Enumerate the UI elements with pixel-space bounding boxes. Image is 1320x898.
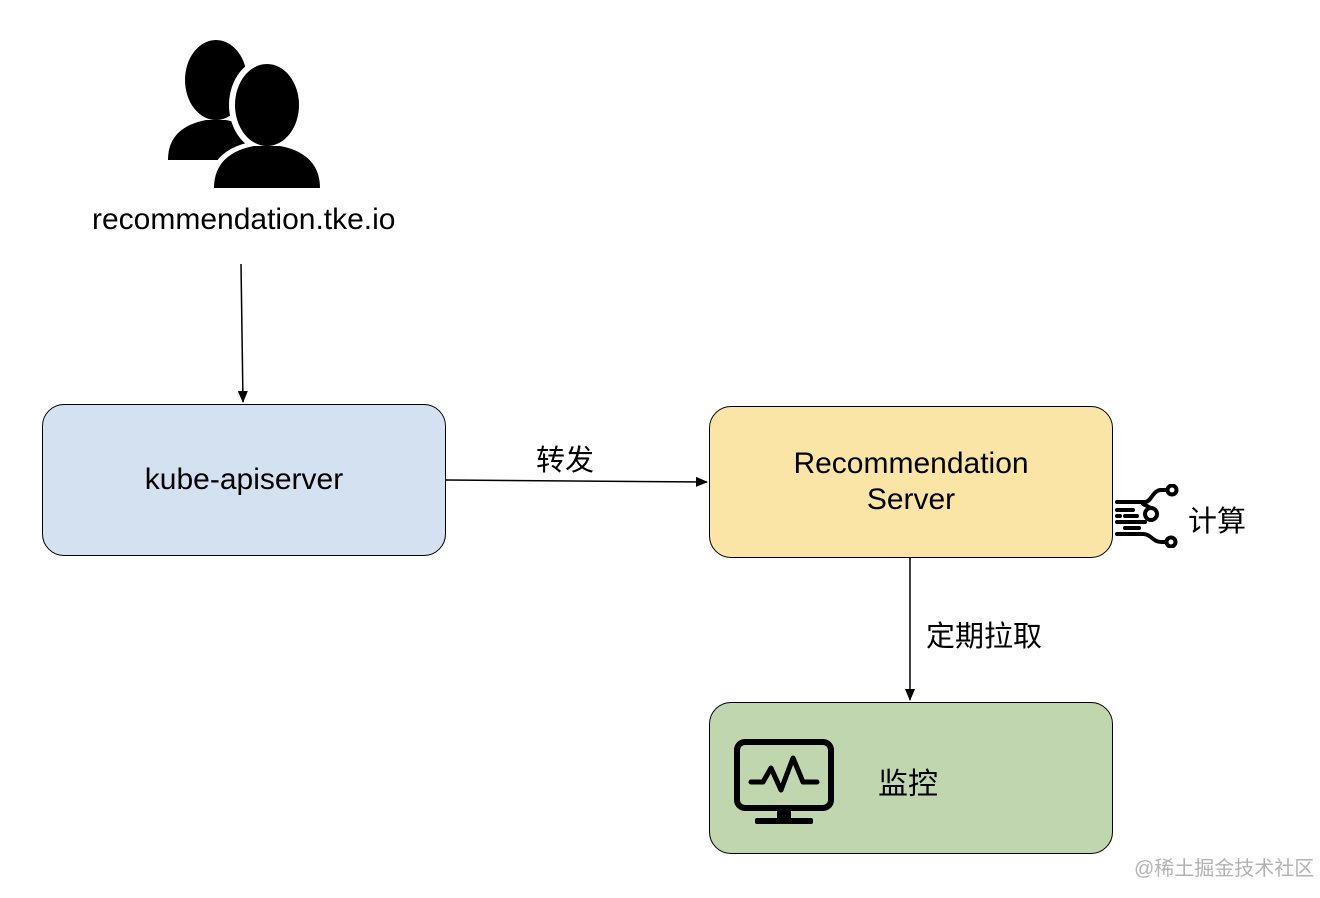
pull-edge-label: 定期拉取 — [926, 621, 1043, 653]
recommendation-server-label-line-2: Server — [866, 483, 956, 516]
kube-apiserver-label: kube-apiserver — [144, 463, 344, 496]
recommendation-server-label-line-1: Recommendation — [793, 447, 1029, 480]
compute-label: 计算 — [1188, 506, 1247, 538]
forward-edge-label: 转发 — [536, 445, 595, 477]
recommendation-server-node: Recommendation Server — [709, 406, 1113, 558]
data-flow-icon — [1115, 484, 1179, 548]
watermark: @稀土掘金技术社区 — [1134, 858, 1315, 880]
edge-apiserver-to-recommendation — [445, 476, 708, 487]
edge-users-to-apiserver — [237, 263, 248, 403]
kube-apiserver-node: kube-apiserver — [42, 404, 446, 556]
monitor-label: 监控 — [878, 768, 938, 801]
monitor-chart-icon — [734, 739, 834, 824]
recommendation-server-label: Recommendation Server — [793, 446, 1028, 518]
users-icon — [168, 40, 322, 188]
users-label: recommendation.tke.io — [92, 203, 396, 236]
